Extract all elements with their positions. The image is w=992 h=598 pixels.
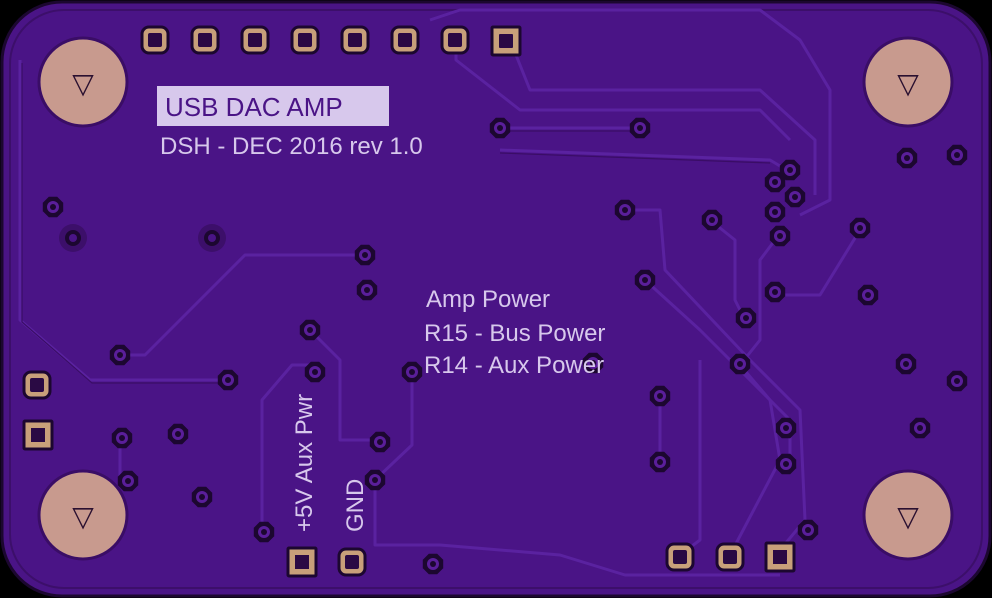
pad xyxy=(240,25,270,55)
pad-square xyxy=(490,25,522,57)
via xyxy=(896,147,918,169)
via xyxy=(649,385,671,407)
vias xyxy=(42,117,968,575)
via xyxy=(764,281,786,303)
mount-hole-top-left: ▽ xyxy=(37,36,129,128)
pad-square xyxy=(764,541,796,573)
mount-hole-symbol: ▽ xyxy=(897,500,919,533)
via xyxy=(299,319,321,341)
via xyxy=(946,144,968,166)
via xyxy=(946,370,968,392)
pad xyxy=(290,25,320,55)
aux-pwr-label: +5V Aux Pwr xyxy=(291,394,318,532)
pad xyxy=(715,542,745,572)
via xyxy=(649,451,671,473)
via xyxy=(784,186,806,208)
via xyxy=(109,344,131,366)
through-holes xyxy=(59,224,226,252)
mount-hole-bottom-left: ▽ xyxy=(37,469,129,561)
pad xyxy=(190,25,220,55)
via xyxy=(356,279,378,301)
via xyxy=(354,244,376,266)
pad xyxy=(140,25,170,55)
via xyxy=(764,201,786,223)
r15-label: R15 - Bus Power xyxy=(424,320,605,347)
via xyxy=(111,427,133,449)
board-subtitle: DSH - DEC 2016 rev 1.0 xyxy=(160,133,423,160)
gnd-label: GND xyxy=(342,479,369,532)
via xyxy=(614,199,636,221)
pad xyxy=(337,547,367,577)
via xyxy=(634,269,656,291)
title-highlight xyxy=(157,86,389,126)
via xyxy=(253,521,275,543)
header-pads-top xyxy=(140,25,522,57)
via xyxy=(42,196,64,218)
via xyxy=(401,361,423,383)
via xyxy=(629,117,651,139)
pad xyxy=(440,25,470,55)
amp-power-label: Amp Power xyxy=(426,286,550,313)
via xyxy=(729,353,751,375)
via xyxy=(167,423,189,445)
via xyxy=(779,159,801,181)
pad-square xyxy=(286,546,318,578)
r14-label: R14 - Aux Power xyxy=(424,352,604,379)
pad-square xyxy=(22,419,54,451)
pad xyxy=(390,25,420,55)
via xyxy=(422,553,444,575)
via xyxy=(775,453,797,475)
mount-hole-bottom-right: ▽ xyxy=(862,469,954,561)
via xyxy=(735,307,757,329)
via xyxy=(849,217,871,239)
via xyxy=(701,209,723,231)
mount-hole-symbol: ▽ xyxy=(72,500,94,533)
via xyxy=(775,417,797,439)
via xyxy=(364,469,386,491)
via xyxy=(909,417,931,439)
pads-aux-power xyxy=(286,546,367,578)
via xyxy=(895,353,917,375)
trace-shadows xyxy=(21,63,771,384)
via xyxy=(769,225,791,247)
via xyxy=(857,284,879,306)
mount-hole-symbol: ▽ xyxy=(897,67,919,100)
via xyxy=(764,171,786,193)
board-title: USB DAC AMP xyxy=(165,92,343,122)
pad xyxy=(22,370,52,400)
via xyxy=(191,486,213,508)
via xyxy=(582,352,604,374)
mount-hole-symbol: ▽ xyxy=(72,67,94,100)
pads-left xyxy=(22,370,54,451)
via xyxy=(304,361,326,383)
pads-output xyxy=(665,541,796,573)
via xyxy=(117,470,139,492)
via xyxy=(797,519,819,541)
via xyxy=(489,117,511,139)
pad xyxy=(665,542,695,572)
mount-hole-top-right: ▽ xyxy=(862,36,954,128)
pad xyxy=(340,25,370,55)
via xyxy=(217,369,239,391)
via xyxy=(369,431,391,453)
